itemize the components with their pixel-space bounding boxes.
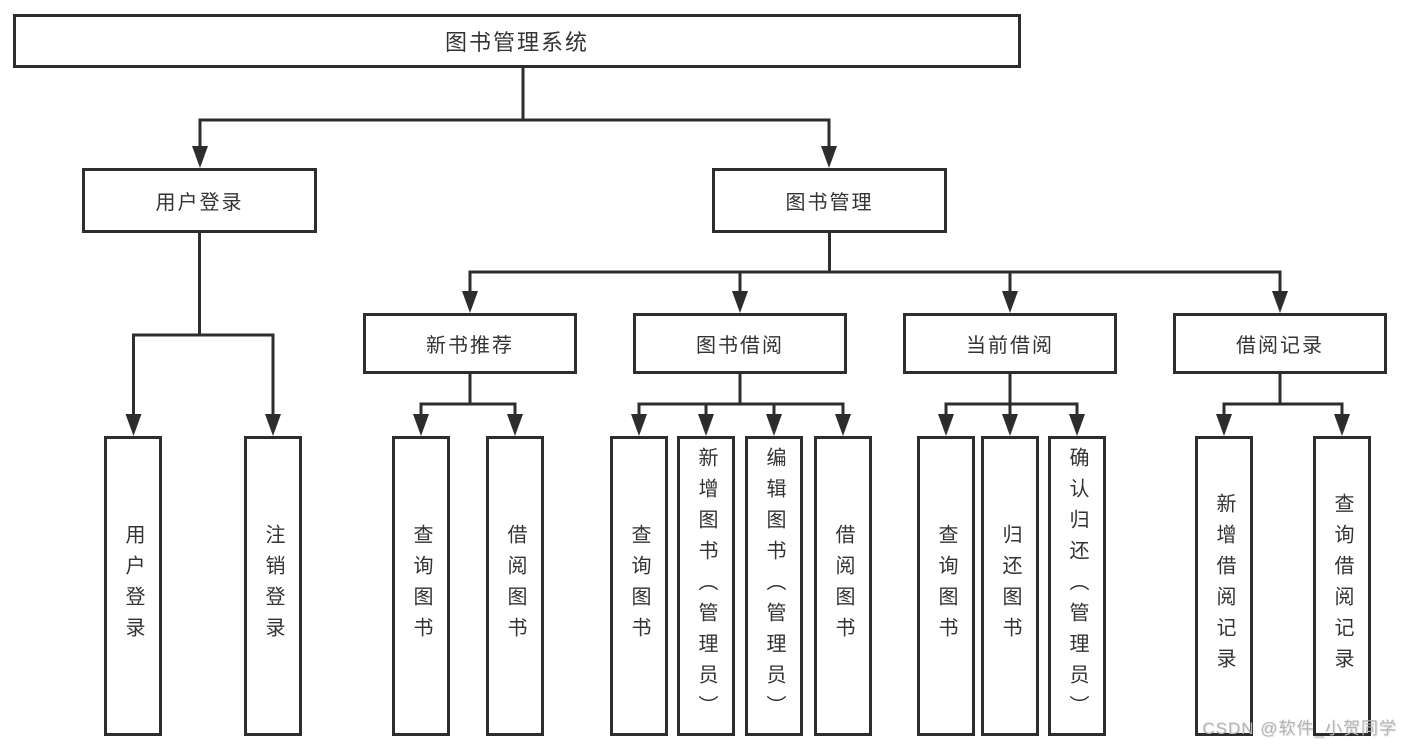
node-new-book-recommendation: 新书推荐 (363, 313, 577, 374)
arrow-down-icon (698, 414, 714, 436)
leaf-cur-confirm-return-label: 确认归还（管理员） (1066, 446, 1088, 726)
leaf-cur-return-book: 归还图书 (981, 436, 1039, 736)
leaf-bor-edit-book: 编辑图书（管理员） (745, 436, 803, 736)
arrow-down-icon (507, 414, 523, 436)
arrow-down-icon (1069, 414, 1085, 436)
leaf-cur-confirm-return: 确认归还（管理员） (1048, 436, 1106, 736)
leaf-rec-borrow-book-label: 借阅图书 (504, 524, 526, 648)
leaf-logout-label: 注销登录 (262, 524, 284, 648)
node-book-borrowing: 图书借阅 (633, 313, 847, 374)
leaf-rec-query-book-label: 查询图书 (410, 524, 432, 648)
node-borrowing-records-label: 借阅记录 (1236, 335, 1324, 357)
leaf-bor-borrow-book: 借阅图书 (814, 436, 872, 736)
leaf-query-borrow-record: 查询借阅记录 (1313, 436, 1371, 736)
leaf-bor-edit-book-label: 编辑图书（管理员） (763, 446, 785, 726)
leaf-bor-query-book: 查询图书 (610, 436, 668, 736)
arrow-down-icon (462, 291, 478, 313)
leaf-bor-add-book-label: 新增图书（管理员） (695, 446, 717, 726)
node-root: 图书管理系统 (13, 14, 1021, 68)
node-new-book-recommendation-label: 新书推荐 (426, 335, 514, 357)
leaf-cur-return-book-label: 归还图书 (999, 524, 1021, 648)
watermark: CSDN @软件_小贺同学 (1202, 719, 1397, 738)
arrow-down-icon (732, 291, 748, 313)
arrow-down-icon (766, 414, 782, 436)
leaf-cur-query-book: 查询图书 (917, 436, 975, 736)
leaf-user-login-label: 用户登录 (122, 524, 144, 648)
leaf-logout: 注销登录 (244, 436, 302, 736)
leaf-bor-query-book-label: 查询图书 (628, 524, 650, 648)
arrow-down-icon (1334, 414, 1350, 436)
node-current-borrowing-label: 当前借阅 (966, 335, 1054, 357)
arrow-down-icon (938, 414, 954, 436)
arrow-down-icon (1272, 291, 1288, 313)
leaf-rec-query-book: 查询图书 (392, 436, 450, 736)
leaf-add-borrow-record: 新增借阅记录 (1195, 436, 1253, 736)
arrow-down-icon (835, 414, 851, 436)
node-book-borrowing-label: 图书借阅 (696, 335, 784, 357)
leaf-cur-query-book-label: 查询图书 (935, 524, 957, 648)
arrow-down-icon (125, 414, 142, 436)
leaf-rec-borrow-book: 借阅图书 (486, 436, 544, 736)
leaf-add-borrow-record-label: 新增借阅记录 (1213, 493, 1235, 679)
arrow-down-icon (413, 414, 429, 436)
node-book-management-label: 图书管理 (785, 192, 874, 214)
arrow-down-icon (1002, 414, 1018, 436)
node-root-label: 图书管理系统 (444, 30, 589, 55)
arrow-down-icon (821, 146, 837, 168)
node-book-management: 图书管理 (712, 168, 947, 233)
arrow-down-icon (265, 414, 281, 436)
node-borrowing-records: 借阅记录 (1173, 313, 1387, 374)
arrowheads (125, 146, 1350, 436)
leaf-user-login: 用户登录 (104, 436, 162, 736)
leaf-bor-borrow-book-label: 借阅图书 (832, 524, 854, 648)
arrow-down-icon (631, 414, 647, 436)
leaf-bor-add-book: 新增图书（管理员） (677, 436, 735, 736)
arrow-down-icon (1216, 414, 1232, 436)
node-current-borrowing: 当前借阅 (903, 313, 1117, 374)
arrow-down-icon (192, 146, 208, 168)
arrow-down-icon (1002, 291, 1018, 313)
node-user-login-label: 用户登录 (155, 192, 244, 214)
leaf-query-borrow-record-label: 查询借阅记录 (1331, 493, 1353, 679)
node-user-login: 用户登录 (82, 168, 317, 233)
